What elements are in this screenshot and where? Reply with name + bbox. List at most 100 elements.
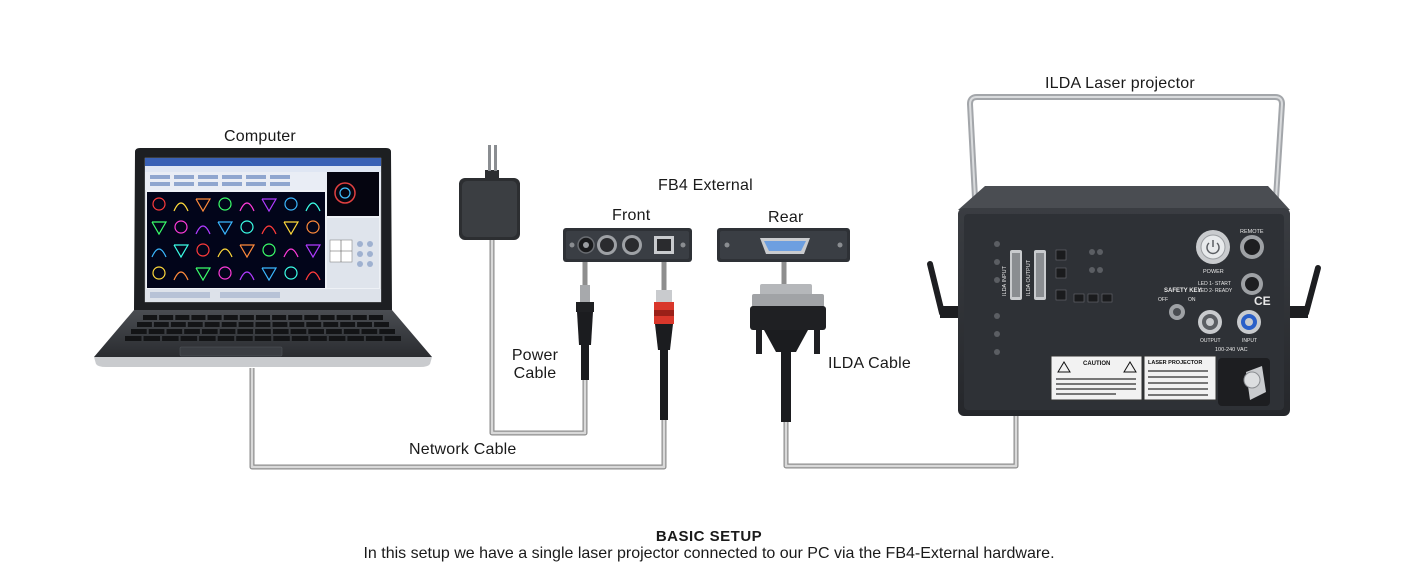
keyboard-key <box>217 336 235 341</box>
fb4-rear-panel <box>717 228 850 262</box>
power-cable-label-line1: Power <box>511 347 559 364</box>
keyboard-key <box>310 336 327 341</box>
projector-ilda-input-label: ILDA INPUT <box>1002 265 1008 296</box>
keyboard-key <box>187 322 203 327</box>
keyboard-key <box>320 315 335 320</box>
effect-thumbnail <box>284 266 298 280</box>
projector-power-label: POWER <box>1203 269 1224 275</box>
effect-thumbnail <box>240 220 254 234</box>
keyboard-key <box>238 322 254 327</box>
caption-text: In this setup we have a single laser pro… <box>363 545 1055 562</box>
keyboard-key <box>201 329 218 334</box>
keyboard-key <box>340 322 356 327</box>
effect-thumbnail <box>195 198 212 213</box>
keyboard-key <box>148 329 165 334</box>
keyboard-key <box>125 336 142 341</box>
keyboard-key <box>131 329 147 334</box>
keyboard-key <box>255 322 271 327</box>
keyboard-key <box>336 315 351 320</box>
cables <box>249 240 1019 470</box>
effect-thumbnail <box>195 267 212 282</box>
keyboard-key <box>204 322 220 327</box>
svg-text:CE: CE <box>1254 294 1271 308</box>
fb4-front-panel <box>563 228 692 262</box>
effect-thumbnail <box>305 271 321 281</box>
keyboard-key <box>239 315 254 320</box>
power-adapter <box>459 145 520 240</box>
keyboard-key <box>343 329 360 334</box>
keyboard-key <box>143 315 158 320</box>
keyboard-key <box>361 329 378 334</box>
keyboard-key <box>289 322 305 327</box>
keyboard-key <box>352 315 367 320</box>
power-adapter-cable <box>489 240 588 436</box>
keyboard-key <box>290 329 307 334</box>
effect-thumbnail <box>218 197 232 211</box>
effect-thumbnail <box>305 244 322 259</box>
effect-thumbnail <box>174 220 188 234</box>
keyboard-key <box>223 315 238 320</box>
keyboard-key <box>272 315 287 320</box>
keyboard-key <box>368 315 383 320</box>
keyboard-key <box>306 322 322 327</box>
effect-thumbnail <box>195 225 211 235</box>
projector-on-label: ON <box>1188 297 1196 303</box>
keyboard-key <box>255 329 271 334</box>
front-label: Front <box>612 207 651 224</box>
ilda-cable-label: ILDA Cable <box>828 355 911 372</box>
effect-thumbnail <box>173 202 189 212</box>
effect-thumbnail <box>283 248 299 258</box>
keyboard-key <box>255 315 270 320</box>
keyboard-key <box>166 329 183 334</box>
keyboard-key <box>379 329 395 334</box>
effect-thumbnail <box>218 266 232 280</box>
keyboard-key <box>308 329 324 334</box>
effect-thumbnail <box>239 271 255 281</box>
effect-thumbnail <box>217 248 233 258</box>
keyboard-key <box>273 336 290 341</box>
effect-thumbnail <box>284 197 298 211</box>
effect-thumbnail <box>239 244 256 259</box>
laser-projector: ILDA INPUT ILDA OUTPUT POWER REMOTE LED … <box>927 94 1321 416</box>
effect-thumbnail <box>239 202 255 212</box>
projector-remote-label: REMOTE <box>1240 229 1264 235</box>
keyboard-key <box>347 336 364 341</box>
effect-thumbnail <box>152 266 166 280</box>
effect-thumbnail <box>305 202 321 212</box>
keyboard-key <box>328 336 346 341</box>
projector-ilda-output-label: ILDA OUTPUT <box>1026 259 1032 296</box>
keyboard-key <box>184 329 200 334</box>
effect-thumbnail-grid <box>151 197 322 282</box>
fb4-external-label: FB4 External <box>658 177 753 194</box>
effect-thumbnail <box>173 271 189 281</box>
caption-title: BASIC SETUP <box>655 528 763 545</box>
effect-thumbnail <box>173 244 190 259</box>
keyboard-key <box>143 336 160 341</box>
power-cable-label-line2: Cable <box>513 365 557 382</box>
power-plug <box>576 285 594 380</box>
rear-label: Rear <box>768 209 804 226</box>
effect-thumbnail <box>306 220 320 234</box>
keyboard-key <box>291 336 309 341</box>
keyboard-key <box>323 322 339 327</box>
caution-text: CAUTION <box>1083 361 1110 367</box>
keyboard-key <box>304 315 319 320</box>
keyboard-key <box>374 322 389 327</box>
ethernet-plug <box>654 290 674 420</box>
keyboard-key <box>180 336 198 341</box>
projector-output-label: OUTPUT <box>1200 338 1221 344</box>
computer-label: Computer <box>224 128 296 145</box>
projector-led2-label: LED 2- READY <box>1198 288 1233 294</box>
effect-thumbnail <box>217 221 234 236</box>
keyboard-key <box>326 329 342 334</box>
keyboard-key <box>272 322 288 327</box>
effect-thumbnail <box>196 243 210 257</box>
keyboard-key <box>254 336 272 341</box>
keyboard-key <box>288 315 303 320</box>
keyboard-key <box>162 336 179 341</box>
keyboard-key <box>153 322 169 327</box>
keyboard-key <box>159 315 174 320</box>
ilda-plug <box>750 284 826 422</box>
effect-thumbnail <box>261 225 277 235</box>
